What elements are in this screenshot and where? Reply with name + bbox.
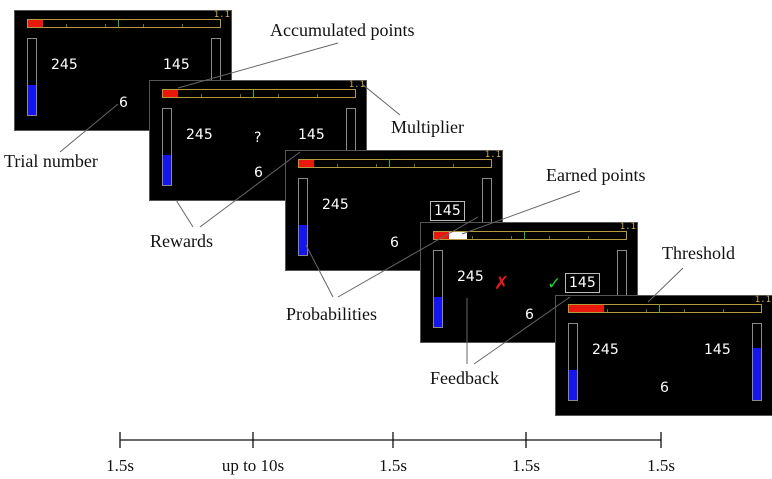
accumulated-points-fill bbox=[569, 305, 604, 312]
timeline-label: up to 10s bbox=[221, 456, 285, 475]
points-bar-tick bbox=[607, 309, 609, 312]
threshold-marker bbox=[524, 231, 526, 240]
timeline-label: 1.5s bbox=[647, 456, 675, 475]
right-reward: 145 bbox=[704, 342, 731, 358]
leader-earned bbox=[461, 190, 581, 235]
label-feedback: Feedback bbox=[430, 368, 499, 388]
timeline-label: 1.5s bbox=[379, 456, 407, 475]
multiplier-value: 1.1 bbox=[754, 295, 771, 305]
multiplier-value: 1.1 bbox=[619, 222, 636, 232]
points-bar-tick bbox=[549, 236, 551, 239]
points-bar-tick bbox=[104, 24, 106, 27]
accumulated-points-fill bbox=[28, 20, 44, 27]
left-probability-bar bbox=[27, 38, 37, 116]
trial-number: 6 bbox=[660, 380, 669, 396]
timeline-label: 1.5s bbox=[512, 456, 540, 475]
right-reward: 145 bbox=[298, 127, 325, 143]
left-reward: 245 bbox=[322, 197, 349, 213]
points-bar-tick bbox=[587, 236, 589, 239]
timeline-label: 1.5s bbox=[106, 456, 134, 475]
points-bar bbox=[433, 231, 627, 240]
left-probability-bar bbox=[162, 108, 172, 186]
points-bar-tick bbox=[316, 94, 318, 97]
points-bar-tick bbox=[201, 94, 203, 97]
multiplier-value: 1.1 bbox=[213, 10, 230, 20]
right-reward: 145 bbox=[565, 273, 600, 293]
left-probability-fill bbox=[163, 154, 171, 185]
points-bar-tick bbox=[645, 309, 647, 312]
trial-number: 6 bbox=[254, 165, 263, 181]
leader-trial-number bbox=[59, 103, 119, 153]
trial-number: 6 bbox=[525, 307, 534, 323]
accumulated-points-fill bbox=[299, 160, 315, 167]
label-probabilities: Probabilities bbox=[286, 304, 377, 324]
leader-prob-1 bbox=[305, 244, 334, 298]
label-earned-points: Earned points bbox=[546, 165, 646, 185]
points-bar bbox=[298, 159, 492, 168]
left-reward: 245 bbox=[51, 57, 78, 73]
timeline bbox=[119, 432, 662, 448]
right-probability-fill bbox=[753, 348, 761, 400]
right-probability-bar bbox=[752, 323, 762, 401]
label-threshold: Threshold bbox=[662, 243, 735, 263]
left-reward: 245 bbox=[457, 269, 484, 285]
leader-threshold bbox=[647, 267, 684, 303]
points-bar-tick bbox=[414, 164, 416, 167]
leader-accumulated bbox=[177, 42, 339, 89]
points-bar-tick bbox=[472, 236, 474, 239]
points-bar-tick bbox=[239, 94, 241, 97]
center-prompt: ? bbox=[254, 130, 262, 146]
points-bar bbox=[568, 304, 762, 313]
threshold-marker bbox=[118, 19, 120, 28]
correct-mark-icon: ✓ bbox=[547, 274, 562, 294]
trial-number: 6 bbox=[390, 235, 399, 251]
multiplier-value: 1.1 bbox=[484, 150, 501, 160]
points-bar-tick bbox=[181, 24, 183, 27]
trial-number: 6 bbox=[119, 95, 128, 111]
threshold-marker bbox=[253, 89, 255, 98]
leader-feedback-2 bbox=[473, 296, 571, 365]
left-probability-fill bbox=[28, 84, 36, 115]
label-multiplier: Multiplier bbox=[391, 117, 464, 137]
trial-screen: 1.1 245 145 6 bbox=[555, 295, 772, 416]
left-probability-bar bbox=[433, 250, 443, 328]
label-trial-number: Trial number bbox=[4, 151, 98, 171]
threshold-marker bbox=[389, 159, 391, 168]
leader-rewards-1 bbox=[175, 199, 194, 228]
points-bar-tick bbox=[337, 164, 339, 167]
points-bar bbox=[162, 89, 356, 98]
left-probability-bar bbox=[568, 323, 578, 401]
label-accumulated-points: Accumulated points bbox=[270, 20, 415, 40]
leader-multiplier bbox=[361, 83, 401, 116]
leader-prob-2 bbox=[337, 216, 479, 298]
right-reward: 145 bbox=[163, 57, 190, 73]
threshold-marker bbox=[659, 304, 661, 313]
points-bar-tick bbox=[722, 309, 724, 312]
left-probability-fill bbox=[569, 369, 577, 400]
trial-screen: 1.1 245 145 6 bbox=[285, 150, 503, 271]
points-bar-tick bbox=[66, 24, 68, 27]
left-probability-fill bbox=[434, 296, 442, 327]
earned-points-fill bbox=[449, 232, 467, 239]
points-bar-tick bbox=[510, 236, 512, 239]
right-reward: 145 bbox=[430, 201, 465, 221]
left-reward: 245 bbox=[186, 127, 213, 143]
left-probability-fill bbox=[299, 224, 307, 255]
leader-rewards-2 bbox=[199, 151, 301, 228]
points-bar-tick bbox=[452, 164, 454, 167]
points-bar-tick bbox=[143, 24, 145, 27]
left-probability-bar bbox=[298, 178, 308, 256]
multiplier-value: 1.1 bbox=[348, 80, 365, 90]
wrong-mark-icon: ✗ bbox=[494, 273, 510, 294]
left-reward: 245 bbox=[592, 342, 619, 358]
accumulated-points-fill bbox=[434, 232, 450, 239]
points-bar-tick bbox=[375, 164, 377, 167]
points-bar-tick bbox=[684, 309, 686, 312]
points-bar bbox=[27, 19, 221, 28]
trial-screen: 1.1 245 145 6 bbox=[14, 10, 232, 131]
accumulated-points-fill bbox=[163, 90, 179, 97]
label-rewards: Rewards bbox=[150, 231, 213, 251]
points-bar-tick bbox=[278, 94, 280, 97]
